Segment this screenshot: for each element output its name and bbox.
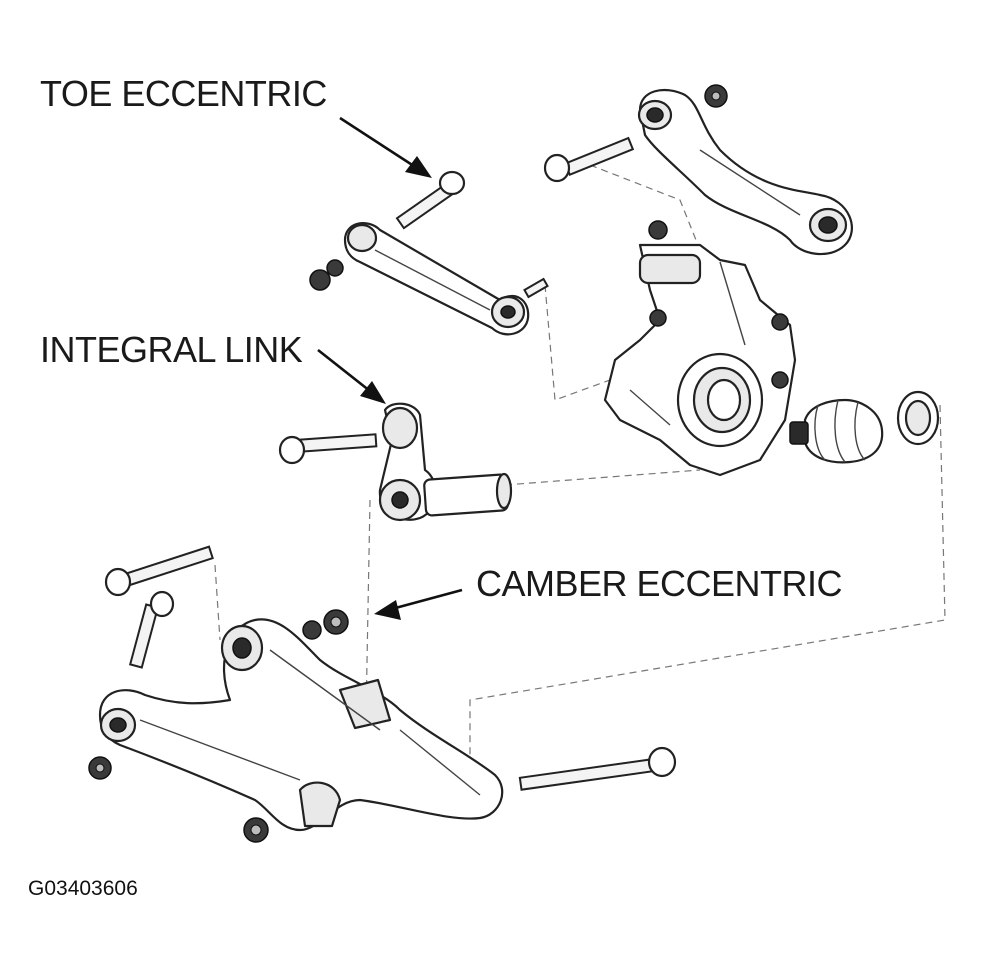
integral-link bbox=[378, 402, 437, 522]
toe-eccentric-label: TOE ECCENTRIC bbox=[40, 73, 327, 114]
camber-eccentric-label: CAMBER ECCENTRIC bbox=[476, 563, 843, 604]
toe-link bbox=[343, 222, 549, 336]
integral-link-label: INTEGRAL LINK bbox=[40, 329, 303, 370]
lower-control-arm bbox=[98, 618, 504, 832]
camber-eccentric-bolt bbox=[518, 746, 677, 791]
integral-link-bolt bbox=[278, 433, 378, 465]
upper-arm-bolt bbox=[543, 136, 635, 183]
figure-code: G03403606 bbox=[28, 877, 138, 900]
toe-link-nut bbox=[309, 259, 344, 291]
lower-arm-bolt-upper bbox=[104, 545, 214, 597]
lower-arm-nuts bbox=[88, 609, 349, 843]
lower-arm-bolt-vertical bbox=[128, 590, 175, 669]
assembly-guide-lines bbox=[214, 164, 946, 800]
integral-link-arrow bbox=[317, 348, 386, 404]
upper-control-arm bbox=[637, 88, 853, 256]
seal-ring bbox=[896, 390, 940, 446]
toe-eccentric-arrow bbox=[339, 116, 432, 178]
camber-eccentric-arrow bbox=[374, 588, 463, 620]
integral-link-sleeve bbox=[423, 472, 513, 517]
upper-arm-nut bbox=[704, 84, 728, 108]
wheel-carrier-knuckle bbox=[603, 220, 797, 477]
cv-boot bbox=[789, 398, 884, 464]
toe-eccentric-bolt bbox=[395, 170, 466, 230]
